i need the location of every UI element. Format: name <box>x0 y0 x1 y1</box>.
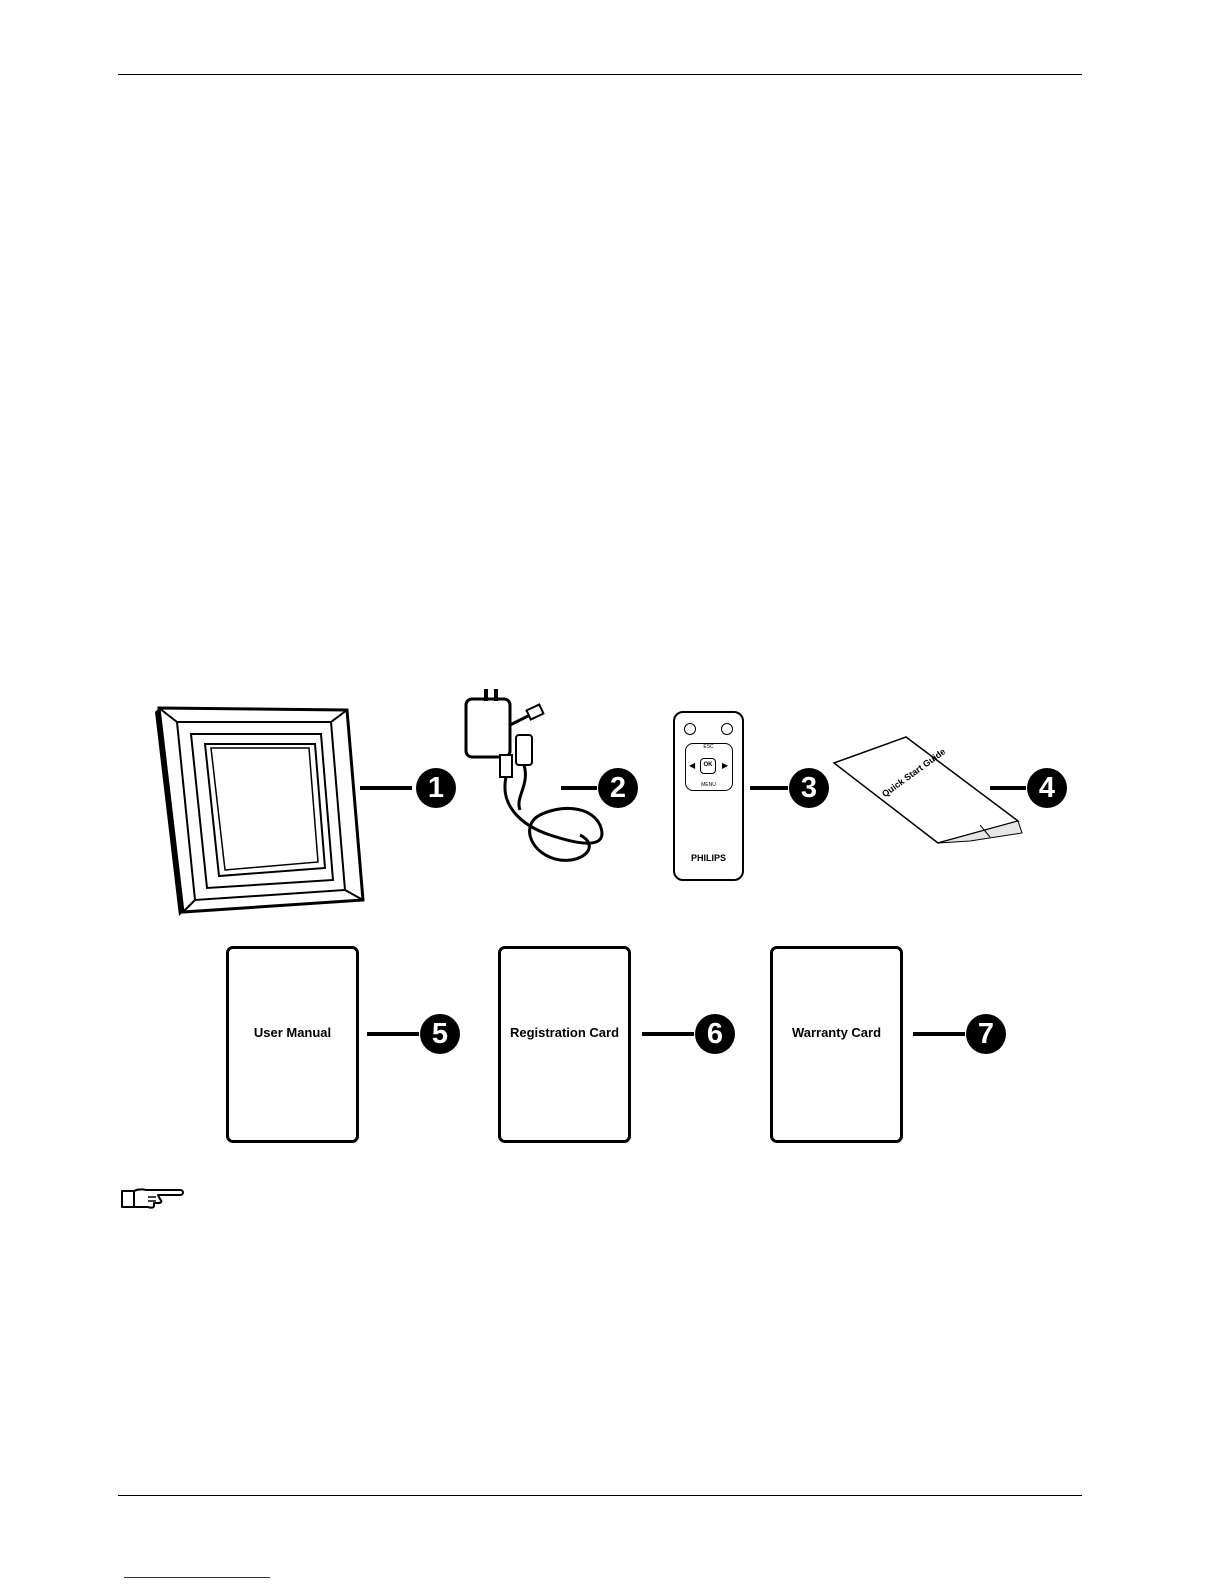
quick-start-guide-illustration <box>830 733 1025 848</box>
pointing-hand-icon <box>120 1187 186 1211</box>
remote-power-icon <box>684 723 696 735</box>
remote-control-illustration: ESC ◀ ▶ OK MENU PHILIPS <box>673 711 744 881</box>
remote-menu-label: MENU <box>675 782 742 788</box>
callout-3: 3 <box>789 768 829 808</box>
callout-7: 7 <box>966 1014 1006 1054</box>
footer-link-underline <box>124 1577 270 1578</box>
power-adapter-illustration <box>460 685 620 870</box>
connector-5 <box>367 1032 419 1036</box>
callout-4: 4 <box>1027 768 1067 808</box>
connector-2 <box>561 786 597 790</box>
warranty-card-label: Warranty Card <box>792 1025 881 1040</box>
user-manual-label: User Manual <box>254 1025 331 1040</box>
footer-rule <box>118 1495 1082 1496</box>
connector-4 <box>990 786 1026 790</box>
callout-2: 2 <box>598 768 638 808</box>
remote-brand: PHILIPS <box>675 853 742 863</box>
registration-card: Registration Card <box>498 946 631 1143</box>
remote-left-arrow-icon: ◀ <box>689 762 695 770</box>
callout-1: 1 <box>416 768 456 808</box>
connector-1 <box>360 786 412 790</box>
remote-settings-icon <box>721 723 733 735</box>
registration-card-label: Registration Card <box>510 1025 619 1040</box>
connector-3 <box>750 786 788 790</box>
remote-ok-button: OK <box>700 758 716 774</box>
callout-6: 6 <box>695 1014 735 1054</box>
user-manual-card: User Manual <box>226 946 359 1143</box>
header-rule <box>118 74 1082 75</box>
connector-6 <box>642 1032 694 1036</box>
connector-7 <box>913 1032 965 1036</box>
callout-5: 5 <box>420 1014 460 1054</box>
remote-right-arrow-icon: ▶ <box>722 762 728 770</box>
photo-frame-illustration <box>155 700 370 920</box>
warranty-card: Warranty Card <box>770 946 903 1143</box>
